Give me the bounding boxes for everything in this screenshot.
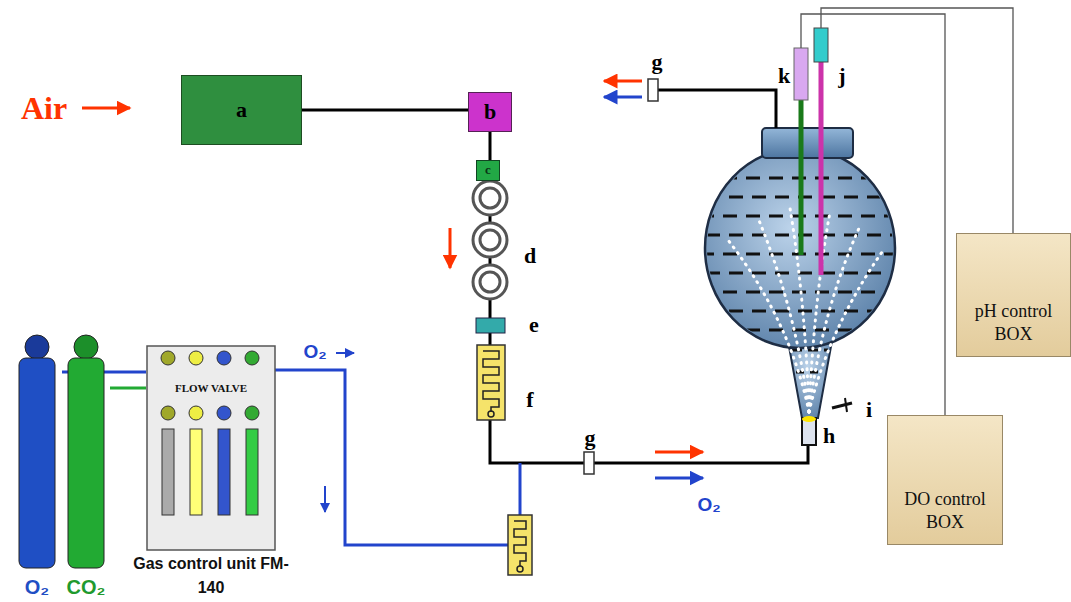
flowmeter [508, 515, 532, 575]
part-letter: i [866, 397, 872, 423]
liquid-dash [706, 272, 900, 275]
ph-probe [814, 28, 828, 62]
air-arrow [82, 107, 130, 110]
signal-wire [821, 8, 1013, 233]
cylinder-shape [62, 334, 110, 600]
valve-knob [161, 351, 175, 365]
roller [480, 188, 500, 208]
gas-control-unit: FLOW VALVEGas control unit FM-140 [146, 345, 276, 598]
control-box: DO control BOX [887, 415, 1003, 545]
node-text: CO₂ [62, 576, 110, 598]
part-letter: g [652, 49, 663, 75]
pump-rollers [473, 181, 507, 299]
flowmeter-coil [483, 351, 499, 412]
oxygen-arrow [655, 477, 703, 480]
valve-knob [189, 351, 203, 365]
reactor-lid [762, 128, 853, 158]
cylinder-body [19, 358, 55, 568]
pipe-connector [302, 109, 468, 112]
filter-block [476, 318, 505, 333]
valve-knob [217, 351, 231, 365]
valve-knob [161, 406, 175, 420]
part-letter: k [778, 63, 790, 89]
gas-cylinder: O₂ [12, 334, 62, 600]
node-text: c [485, 163, 491, 177]
part-letter: f [526, 387, 533, 413]
blower-box: a [181, 75, 302, 145]
valve-box: b [468, 92, 512, 132]
filter-box: c [476, 160, 500, 181]
cylinder-body [68, 358, 104, 568]
flow-tube [190, 429, 202, 515]
node-text: O₂ [12, 576, 62, 598]
part-letter: j [838, 63, 845, 89]
oxygen-pipe [275, 370, 508, 545]
do-probe-shaft [799, 100, 804, 255]
do-probe [794, 48, 808, 100]
filter-g [648, 79, 658, 101]
liquid-dash [700, 329, 900, 332]
valve-knob [245, 406, 259, 420]
flow-tube [218, 429, 230, 515]
exhaust-arrow [604, 96, 642, 99]
flowmeter-coil [514, 521, 526, 566]
roller [473, 265, 507, 299]
roller [480, 230, 500, 250]
inlet-pipe [490, 420, 808, 463]
valve [845, 398, 847, 412]
air-bubbles [728, 208, 882, 412]
valve-knob [189, 406, 203, 420]
node-text: DO control BOX [894, 488, 996, 534]
oxygen-pipe [519, 463, 522, 515]
node-text: pH control BOX [963, 300, 1064, 346]
valve-knob [217, 406, 231, 420]
roller [473, 223, 507, 257]
oxygen-arrow [336, 352, 354, 354]
roller [473, 181, 507, 215]
gas-label: O₂ [303, 341, 326, 363]
bubble-stream [809, 252, 882, 412]
gas-cylinder: CO₂ [62, 334, 110, 600]
control-box: pH control BOX [956, 233, 1071, 357]
oxygen-arrow [324, 486, 326, 512]
part-letter: h [823, 423, 835, 449]
flowmeter-coil [517, 566, 523, 572]
panel-face [147, 346, 275, 550]
exhaust-arrow [604, 80, 642, 83]
cylinder-valve [74, 335, 98, 359]
node-text: FLOW VALVE [146, 382, 276, 394]
air-pipe [489, 333, 492, 345]
node-text: a [236, 98, 247, 122]
valve-knob [245, 351, 259, 365]
cylinder-valve [25, 335, 49, 359]
node-caption: Gas control unit FM-140 [131, 552, 291, 600]
filter-g [584, 452, 594, 474]
flow-tube [162, 429, 174, 515]
part-letter: g [585, 425, 596, 451]
valve [832, 403, 852, 408]
sparger-fitting [802, 418, 816, 445]
input-label: Air [21, 90, 67, 127]
outlet-pipe [658, 90, 776, 128]
ph-probe-shaft [819, 62, 824, 275]
pipe-connector [110, 387, 146, 390]
air-arrow [655, 451, 703, 454]
pipe-connector [489, 132, 492, 160]
flowmeter-coil [488, 411, 494, 417]
node-text: b [484, 100, 496, 124]
roller [480, 272, 500, 292]
flow-arrow [449, 228, 452, 268]
flow-tube [246, 429, 258, 515]
part-letter: e [529, 312, 539, 338]
sparger [802, 416, 816, 422]
signal-wire [801, 14, 945, 415]
flowmeter [477, 345, 505, 420]
part-letter: d [524, 243, 536, 269]
cylinder-shape [12, 334, 62, 600]
gas-label: O₂ [697, 494, 720, 516]
